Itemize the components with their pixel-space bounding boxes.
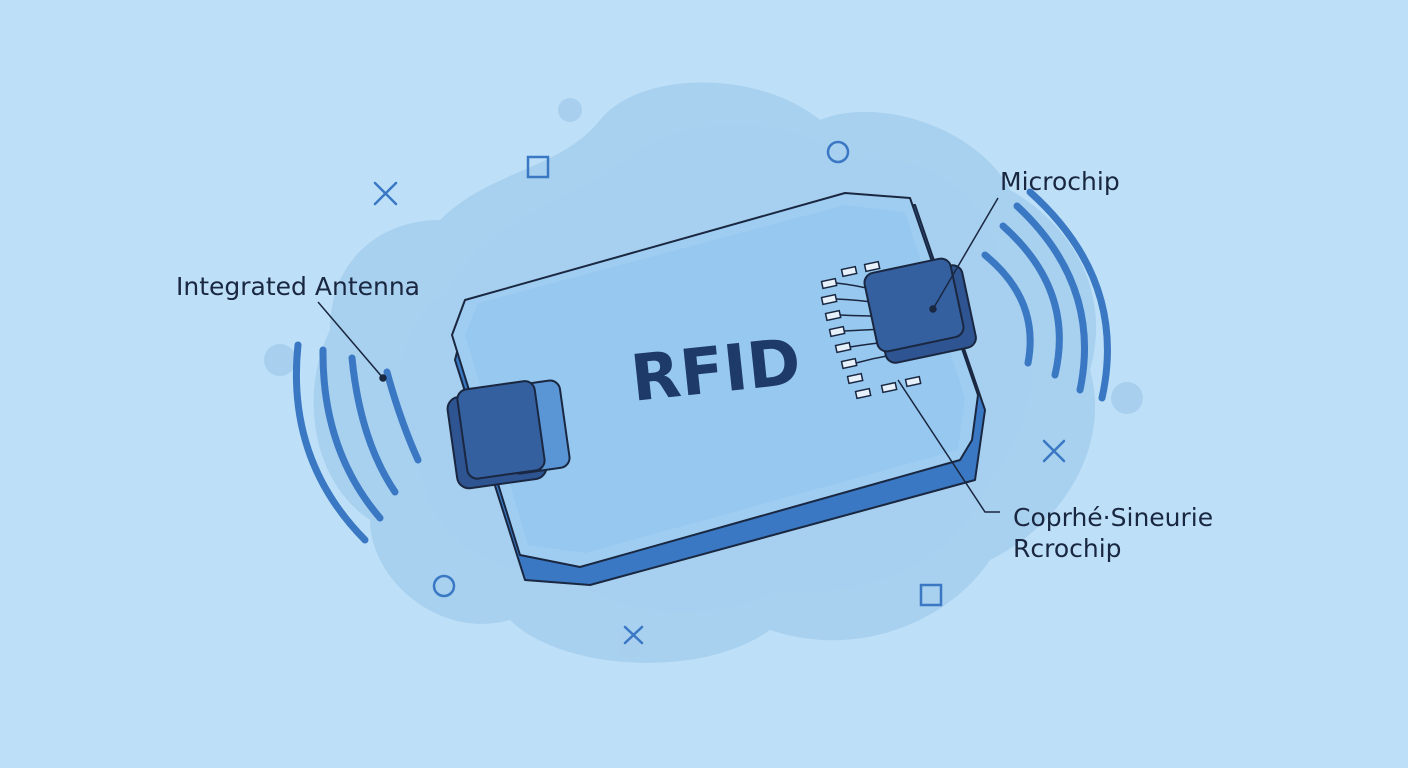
card-face-inner (465, 205, 965, 553)
card-title: RFID (627, 325, 804, 416)
x-icon (623, 625, 644, 645)
circle-icon (826, 140, 850, 164)
chip-icon (820, 257, 977, 400)
square-icon (919, 583, 943, 607)
leader-lines (317, 197, 1000, 513)
microchip-label: Microchip (1000, 167, 1120, 196)
wave-icon-right (981, 188, 1111, 402)
antenna-label: Integrated Antenna (176, 272, 421, 301)
square-icon (526, 155, 550, 179)
dot-decoration (1111, 382, 1143, 414)
bottom-label-line2: Rcrochip (1013, 534, 1122, 563)
dot-decoration (264, 344, 296, 376)
dot-decoration (558, 98, 582, 122)
x-icon (1042, 439, 1066, 463)
x-icon (373, 181, 398, 206)
antenna-block (446, 379, 571, 490)
bottom-label-line1: Coprhé·Sineurie (1013, 503, 1214, 532)
circle-icon (432, 574, 456, 598)
wave-icon-left (292, 341, 422, 544)
